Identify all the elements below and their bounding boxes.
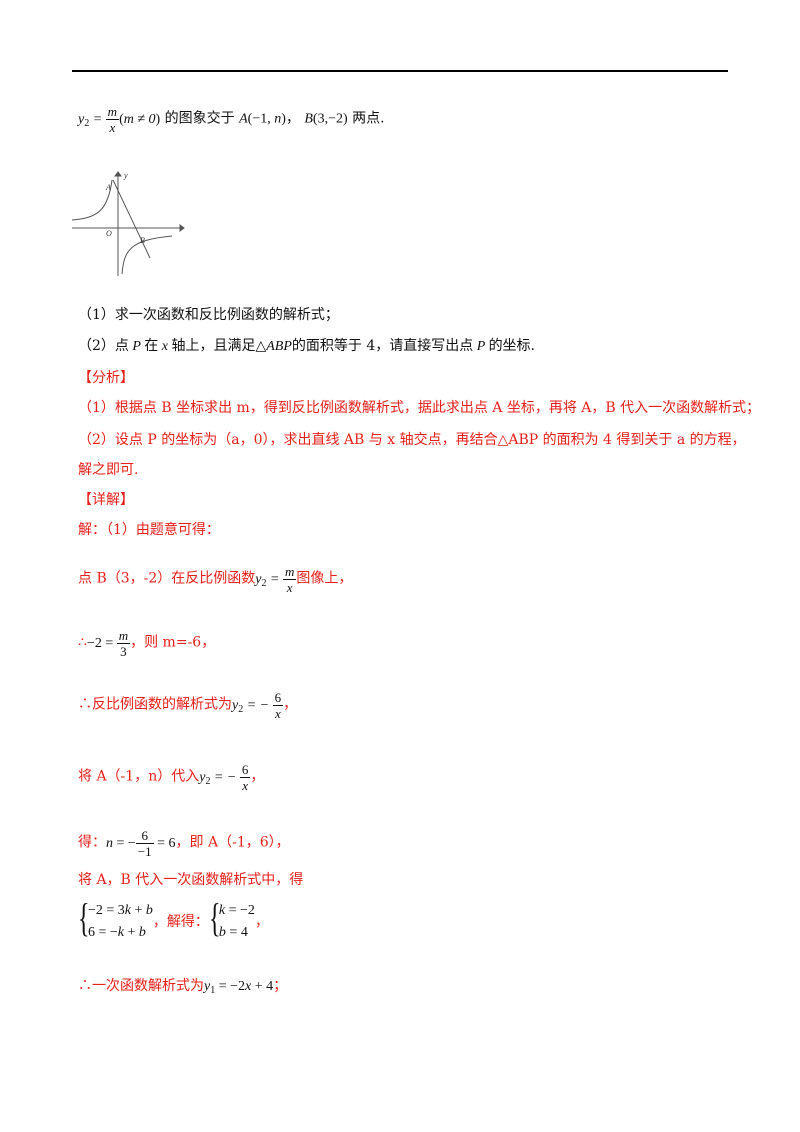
function-graph-figure: y O A B bbox=[71, 171, 185, 276]
detail-line-6: 得：n = −6−1 = 6，即 A（-1，6）， bbox=[78, 828, 290, 859]
analysis-line-3: 解之即可. bbox=[78, 462, 139, 478]
point-b-expr: B(3,−2) bbox=[304, 111, 348, 127]
analysis-line-2: （2）设点 P 的坐标为（a，0），求出直线 AB 与 x 轴交点，再结合△AB… bbox=[78, 432, 746, 448]
point-b-label: B bbox=[140, 236, 145, 245]
stem-text: 的图象交于 bbox=[164, 110, 235, 127]
detail-line-9: ∴一次函数解析式为y1 = −2x + 4； bbox=[78, 978, 288, 996]
detail-line-7: 将 A，B 代入一次函数解析式中，得 bbox=[78, 872, 304, 888]
header-rule bbox=[72, 70, 728, 72]
detail-heading: 【详解】 bbox=[78, 492, 134, 508]
question-2: （2）点 P 在 x 轴上，且满足△ABP的面积等于 4，请直接写出点 P 的坐… bbox=[78, 338, 536, 354]
origin-label: O bbox=[106, 229, 112, 238]
question-1: （1）求一次函数和反比例函数的解析式； bbox=[78, 307, 339, 323]
analysis-line-1: （1）根据点 B 坐标求出 m，得到反比例函数解析式，据此求出点 A 坐标，再将… bbox=[78, 400, 761, 416]
detail-line-1: 解：（1）由题意可得： bbox=[78, 522, 220, 538]
analysis-heading: 【分析】 bbox=[78, 370, 134, 386]
point-a-label: A bbox=[105, 183, 111, 192]
point-a-expr: A(−1, n) bbox=[239, 111, 286, 127]
y-axis-label: y bbox=[123, 171, 128, 180]
